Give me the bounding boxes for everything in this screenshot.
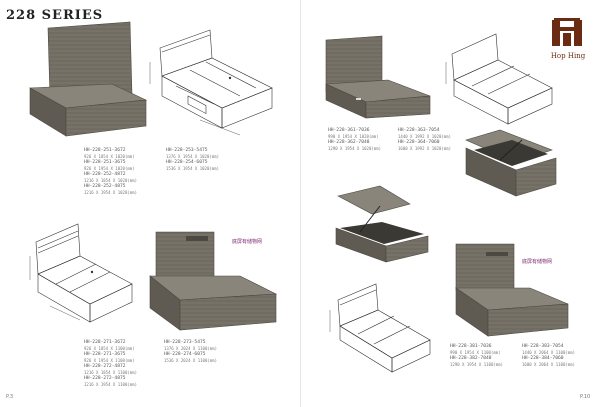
page-number-right: P.10 (580, 394, 591, 400)
product-codes-group-bottom-mid: HH-228-273-5475 1376 X 2024 X 1100(mm) H… (164, 340, 217, 364)
product-dimension: 1290 X 1954 X 1020(mm) (328, 146, 381, 151)
bed-drawing-253 (149, 29, 273, 136)
product-dimension: 990 X 1954 X 1020(mm) (328, 134, 379, 139)
product-code: HH-228-274-6075 (164, 352, 206, 357)
product-code: HH-228-251-3675 (84, 160, 126, 165)
product-code: HH-228-381-7036 (450, 344, 492, 349)
product-codes-group-right-top-b: HH-228-363-7054 1440 X 1992 X 1020(mm) H… (398, 128, 451, 152)
product-code: HH-228-253-5475 (166, 148, 208, 153)
product-dimension: 1376 X 1954 X 1020(mm) (166, 154, 219, 159)
product-codes-group-bottom-left: HH-228-271-3672 926 X 1854 X 1100(mm) HH… (84, 340, 137, 388)
product-dimension: 1440 X 1992 X 1020(mm) (398, 134, 451, 139)
product-codes-group-top-left: HH-228-251-3672 926 X 1854 X 1020(mm) HH… (84, 148, 137, 196)
product-codes-group-right-bottom-b: HH-228-383-7054 1440 X 2064 X 1100(mm) H… (522, 344, 575, 368)
hop-hing-logo-icon (550, 18, 584, 48)
bed-photo-lift-b (335, 185, 429, 263)
product-dimension: 1536 X 2024 X 1100(mm) (164, 358, 217, 363)
storage-note: 底屏有储物网 (232, 239, 263, 245)
brand-name: Hop Hing (550, 52, 586, 60)
product-dimension: 1216 X 1954 X 1100(mm) (84, 382, 137, 387)
product-dimension: 1216 X 1854 X 1100(mm) (84, 370, 137, 375)
product-code: HH-228-382-7048 (450, 356, 492, 361)
product-code: HH-228-273-5475 (164, 340, 206, 345)
product-dimension: 926 X 1854 X 1020(mm) (84, 154, 135, 159)
product-dimension: 990 X 1954 X 1100(mm) (450, 350, 501, 355)
product-dimension: 926 X 1854 X 1100(mm) (84, 346, 135, 351)
page-spine (300, 0, 301, 407)
product-code: HH-228-364-7060 (398, 140, 440, 145)
product-codes-group-right-bottom-a: HH-228-381-7036 990 X 1954 X 1100(mm) HH… (450, 344, 503, 368)
product-code: HH-228-252-4872 (84, 172, 126, 177)
product-code: HH-228-383-7054 (522, 344, 564, 349)
product-code: HH-228-254-6075 (166, 160, 208, 165)
bed-photo-251 (28, 21, 148, 137)
bed-photo-lift-a (465, 129, 557, 197)
product-code: HH-228-362-7048 (328, 140, 370, 145)
product-code: HH-228-361-7036 (328, 128, 370, 133)
bed-drawing-381 (329, 283, 431, 373)
product-dimension: 926 X 1954 X 1020(mm) (84, 166, 135, 171)
product-code: HH-228-271-3672 (84, 340, 126, 345)
product-code: HH-228-272-4875 (84, 376, 126, 381)
storage-note: 底屏有储物网 (522, 259, 553, 265)
product-code: HH-228-271-3675 (84, 352, 126, 357)
bed-photo-383 (455, 243, 569, 337)
product-dimension: 1376 X 2024 X 1100(mm) (164, 346, 217, 351)
bed-photo-361 (325, 35, 431, 119)
product-dimension: 1440 X 2064 X 1100(mm) (522, 350, 575, 355)
product-dimension: 1600 X 2064 X 1100(mm) (522, 362, 575, 367)
product-dimension: 1216 X 1954 X 1020(mm) (84, 190, 137, 195)
product-dimension: 1600 X 1992 X 1020(mm) (398, 146, 451, 151)
bed-drawing-271 (29, 223, 133, 323)
bed-drawing-363 (445, 33, 553, 125)
product-code: HH-228-384-7060 (522, 356, 564, 361)
product-dimension: 926 X 1954 X 1100(mm) (84, 358, 135, 363)
product-code: HH-228-251-3672 (84, 148, 126, 153)
product-dimension: 1536 X 1954 X 1020(mm) (166, 166, 219, 171)
product-dimension: 1290 X 1954 X 1100(mm) (450, 362, 503, 367)
product-code: HH-228-272-4872 (84, 364, 126, 369)
series-title: 228 SERIES (6, 8, 104, 23)
page-number-left: P.3 (6, 394, 14, 400)
product-dimension: 1216 X 1854 X 1020(mm) (84, 178, 137, 183)
product-codes-group-top-mid: HH-228-253-5475 1376 X 1954 X 1020(mm) H… (166, 148, 219, 172)
product-code: HH-228-252-4875 (84, 184, 126, 189)
product-codes-group-right-top-a: HH-228-361-7036 990 X 1954 X 1020(mm) HH… (328, 128, 381, 152)
product-code: HH-228-363-7054 (398, 128, 440, 133)
bed-photo-273 (149, 231, 278, 331)
